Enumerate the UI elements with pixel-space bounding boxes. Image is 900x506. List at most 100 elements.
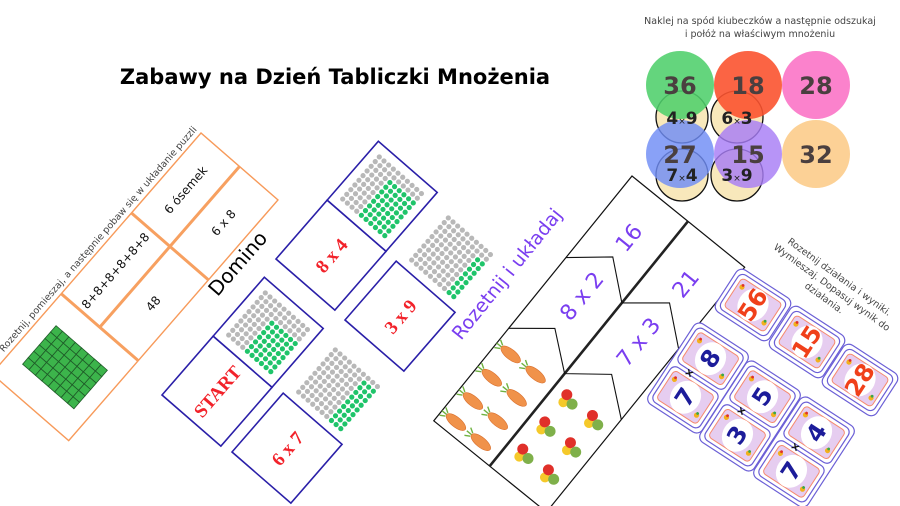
green-dot bbox=[362, 208, 369, 214]
green-dot bbox=[389, 206, 395, 212]
result-circle[interactable]: 36 bbox=[646, 51, 714, 119]
gray-dot bbox=[386, 162, 392, 168]
factor-pair-card[interactable]: 4 7 × bbox=[751, 394, 857, 506]
gray-dot bbox=[449, 267, 455, 274]
gray-dot bbox=[251, 313, 257, 319]
green-dot bbox=[394, 219, 400, 225]
gray-dot bbox=[478, 243, 484, 250]
factor-pair-card[interactable]: 5 3 × bbox=[697, 358, 803, 473]
sticker-section: Naklej na spód kiubeczków a następnie od… bbox=[644, 16, 876, 202]
gray-dot bbox=[364, 168, 370, 174]
green-dot bbox=[358, 212, 365, 218]
gray-dot bbox=[354, 208, 360, 214]
gray-dot bbox=[413, 252, 419, 258]
gray-dot bbox=[286, 319, 292, 325]
green-dot bbox=[397, 205, 404, 211]
gray-dot bbox=[357, 195, 363, 201]
gray-dot bbox=[427, 273, 434, 279]
puzzle-piece-edges bbox=[508, 256, 680, 420]
green-dot bbox=[249, 352, 255, 358]
gray-dot bbox=[324, 413, 330, 420]
green-dot bbox=[381, 224, 387, 230]
green-dot bbox=[275, 350, 281, 357]
gray-dot bbox=[370, 189, 376, 196]
gray-dot bbox=[333, 356, 339, 362]
gray-dot bbox=[339, 386, 346, 392]
gray-dot bbox=[452, 245, 458, 251]
result-circle[interactable]: 18 bbox=[714, 51, 782, 119]
domino-tile[interactable]: 8 x 4 bbox=[274, 140, 439, 312]
svg-text:18: 18 bbox=[731, 72, 764, 100]
green-dot bbox=[287, 336, 294, 343]
gray-dot bbox=[352, 191, 359, 197]
result-card[interactable]: 15 bbox=[767, 304, 848, 381]
gray-dot bbox=[440, 268, 446, 274]
green-dot bbox=[379, 189, 385, 195]
gray-dot bbox=[348, 385, 354, 391]
gray-dot bbox=[247, 317, 253, 323]
gray-dot bbox=[445, 272, 451, 278]
green-square-grid bbox=[22, 325, 108, 410]
gray-dot bbox=[337, 351, 343, 357]
green-dot bbox=[383, 184, 389, 190]
gray-dot bbox=[314, 396, 320, 403]
green-dot bbox=[470, 261, 477, 268]
domino-tile[interactable]: START bbox=[160, 276, 325, 448]
green-dot bbox=[349, 403, 355, 409]
gray-dot bbox=[435, 255, 441, 261]
gray-dot bbox=[325, 365, 331, 371]
gray-dot bbox=[360, 173, 366, 179]
gray-dot bbox=[338, 368, 344, 375]
gray-dot bbox=[356, 376, 362, 382]
gray-dot bbox=[262, 290, 268, 296]
result-card[interactable]: 28 bbox=[820, 342, 900, 419]
gray-dot bbox=[441, 220, 447, 226]
green-dot bbox=[396, 188, 402, 194]
gray-dot bbox=[304, 388, 311, 395]
green-dot bbox=[392, 192, 398, 198]
gray-dot bbox=[318, 401, 325, 407]
gray-dot bbox=[309, 392, 315, 399]
result-circle[interactable]: 15 bbox=[714, 120, 782, 188]
strip-puzzle: 16 8 x 2 21 7 x 3 bbox=[432, 175, 746, 506]
factor-pair-card[interactable]: 8 7 × bbox=[645, 320, 751, 435]
green-dot bbox=[474, 257, 481, 263]
gray-dot bbox=[434, 238, 440, 244]
green-dot bbox=[368, 220, 374, 227]
result-circle[interactable]: 32 bbox=[782, 120, 850, 188]
result-circle[interactable]: 27 bbox=[646, 120, 714, 188]
gray-dot bbox=[247, 326, 253, 332]
gray-dot bbox=[331, 395, 337, 401]
gray-dot bbox=[373, 167, 379, 173]
result-card[interactable]: 56 bbox=[713, 267, 794, 344]
gray-dot bbox=[377, 171, 384, 178]
result-circle[interactable]: 28 bbox=[782, 51, 850, 119]
gray-dot bbox=[369, 172, 375, 178]
gray-dot bbox=[365, 177, 371, 183]
gray-dot bbox=[321, 370, 327, 376]
gray-dot bbox=[287, 328, 293, 334]
green-dot bbox=[406, 204, 412, 211]
gray-dot bbox=[421, 243, 427, 249]
gray-dot bbox=[316, 366, 322, 372]
gray-dot bbox=[295, 318, 301, 325]
green-dot bbox=[377, 228, 383, 235]
domino-tile[interactable]: 3 x 9 bbox=[343, 209, 501, 373]
svg-text:28: 28 bbox=[799, 72, 832, 100]
gray-dot bbox=[242, 313, 248, 319]
gray-dot bbox=[410, 191, 416, 197]
green-dot bbox=[345, 407, 351, 414]
gray-dot bbox=[360, 371, 366, 377]
gray-dot bbox=[433, 229, 439, 235]
gray-dot bbox=[240, 344, 246, 350]
gray-dot bbox=[425, 238, 431, 244]
gray-dot bbox=[314, 405, 321, 411]
puzzle-cut-line bbox=[130, 211, 210, 282]
gray-dot bbox=[347, 377, 354, 383]
gray-dot bbox=[248, 335, 254, 341]
green-dot bbox=[271, 355, 277, 361]
green-dot bbox=[372, 216, 378, 222]
gray-dot bbox=[272, 307, 278, 313]
domino-tile[interactable]: 6 x 7 bbox=[230, 341, 388, 505]
gray-dot bbox=[346, 359, 352, 365]
